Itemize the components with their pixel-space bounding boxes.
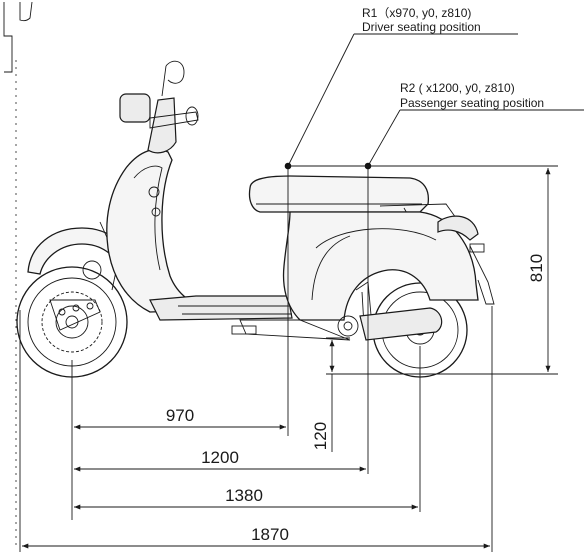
headlight: [119, 93, 151, 123]
rear-body: [282, 211, 479, 321]
front-wheel: [16, 266, 128, 378]
dim-1870: 1870: [251, 525, 289, 544]
front-horn-grille: [82, 260, 102, 280]
dim-1200: 1200: [201, 448, 239, 467]
r2-name-label: Passenger seating position: [400, 96, 544, 110]
rear-fender: [469, 245, 495, 305]
floorboard: [149, 295, 293, 321]
dimension-lines: [19, 165, 558, 552]
corner-artifact: [3, 1, 33, 73]
dim-120: 120: [311, 422, 330, 450]
taillight: [437, 215, 479, 241]
swingarm: [359, 307, 443, 341]
dim-1380: 1380: [225, 486, 263, 505]
mirror: [161, 60, 185, 97]
scooter-illustration: [16, 60, 495, 378]
r1-name-label: Driver seating position: [362, 20, 481, 34]
dim-970: 970: [166, 406, 194, 425]
seat: [248, 175, 430, 213]
r2-code-label: R2 ( x1200, y0, z810): [400, 81, 515, 95]
r1-code-label: R1（x970, y0, z810): [362, 6, 471, 20]
dim-810: 810: [527, 254, 546, 282]
steering-column: [147, 97, 177, 154]
